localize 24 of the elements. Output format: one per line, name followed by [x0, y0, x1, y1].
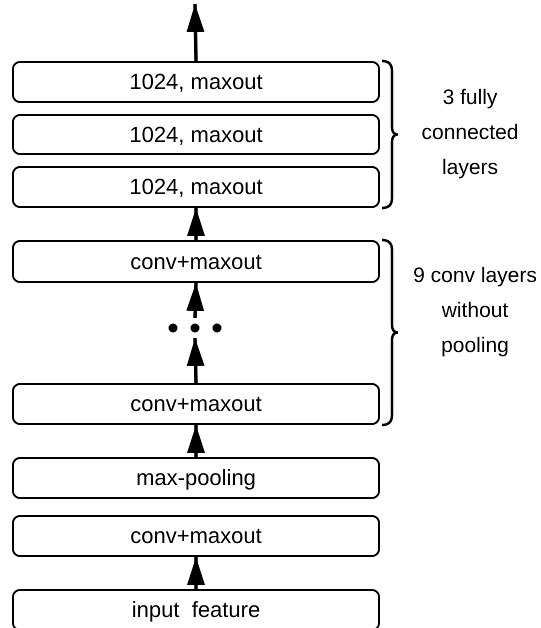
arrow [186, 4, 204, 62]
layer-box [12, 383, 380, 425]
arrow [187, 425, 205, 457]
layer-label: max-pooling [136, 467, 256, 489]
layer-label: 1024, maxout [129, 71, 263, 93]
layer-box [12, 240, 380, 283]
group-label: 3 fully connected layers [420, 85, 520, 181]
layer-box [12, 114, 380, 155]
layer-box [12, 166, 380, 208]
layer-label: input feature [132, 599, 260, 621]
layer-box [12, 589, 380, 628]
layer-label: 1024, maxout [129, 176, 263, 198]
arrow [186, 282, 204, 318]
arrow [187, 208, 205, 240]
layer-label: conv+maxout [130, 525, 262, 547]
layer-label: conv+maxout [130, 393, 262, 415]
arrow [187, 557, 205, 589]
arrow [186, 338, 205, 384]
layer-label: conv+maxout [130, 250, 262, 272]
layer-box [12, 457, 380, 499]
layer-label: 1024, maxout [129, 124, 263, 146]
layer-box [12, 515, 380, 557]
layer-box [12, 61, 380, 103]
group-label: 9 conv layers without pooling [412, 263, 538, 359]
